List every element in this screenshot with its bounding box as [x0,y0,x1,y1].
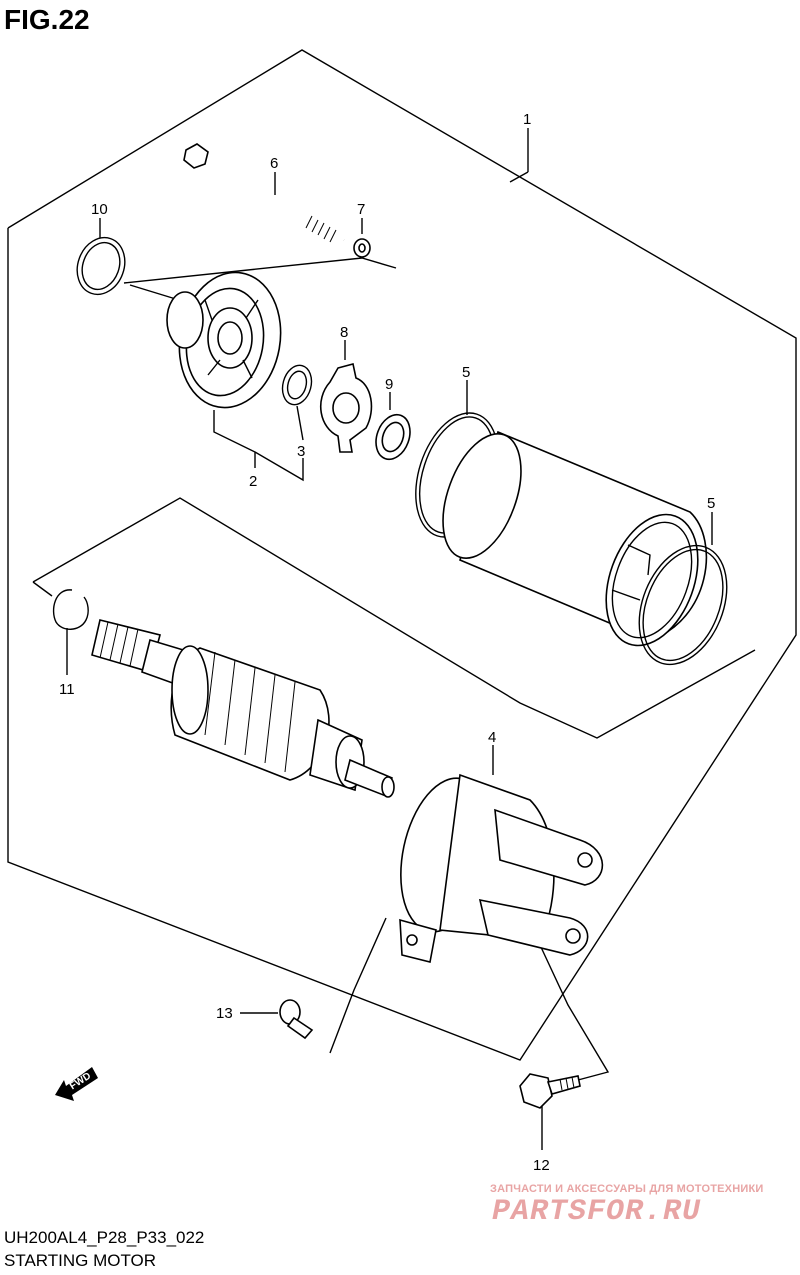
callout-5-lower: 5 [707,495,715,512]
front-cover-4 [399,773,604,963]
callout-10: 10 [91,201,108,218]
callout-3: 3 [297,443,305,460]
washer-3 [281,364,313,406]
callout-9: 9 [385,376,393,393]
callout-13: 13 [216,1005,233,1022]
callout-6: 6 [270,155,278,172]
end-cover-2 [166,271,282,409]
callout-5-upper: 5 [462,364,470,381]
screw-13 [279,999,314,1040]
through-bolt-6 [183,143,345,243]
assembly-outline [7,49,797,1061]
figure-code: UH200AL4_P28_P33_022 [4,1228,205,1247]
callout-12: 12 [533,1157,550,1174]
callout-11: 11 [59,681,75,698]
yoke-housing [442,430,708,647]
fwd-arrow-icon: FWD [55,1067,98,1101]
leader-lines [66,128,713,1150]
figure-title: FIG.22 [4,4,90,35]
watermark-tagline: ЗАПЧАСТИ И АКСЕССУАРЫ ДЛЯ МОТОТЕХНИКИ [490,1183,764,1195]
callout-4: 4 [488,729,496,746]
callout-1: 1 [523,111,531,128]
figure-subtitle: STARTING MOTOR [4,1251,157,1270]
watermark-brand: PARTSFOR.RU [492,1195,702,1229]
lock-plate-8 [320,363,373,453]
callout-8: 8 [340,324,348,341]
bolt-12 [519,1073,581,1109]
armature [91,619,395,798]
callout-2: 2 [249,473,257,490]
callout-labels: 1 2 3 4 5 5 6 7 8 9 10 11 12 13 [59,111,715,1174]
o-ring-10 [76,236,126,296]
o-ring-5-lower [638,544,728,666]
armature-frame [32,497,756,739]
callout-7: 7 [357,201,365,218]
circlip-11 [52,589,89,630]
